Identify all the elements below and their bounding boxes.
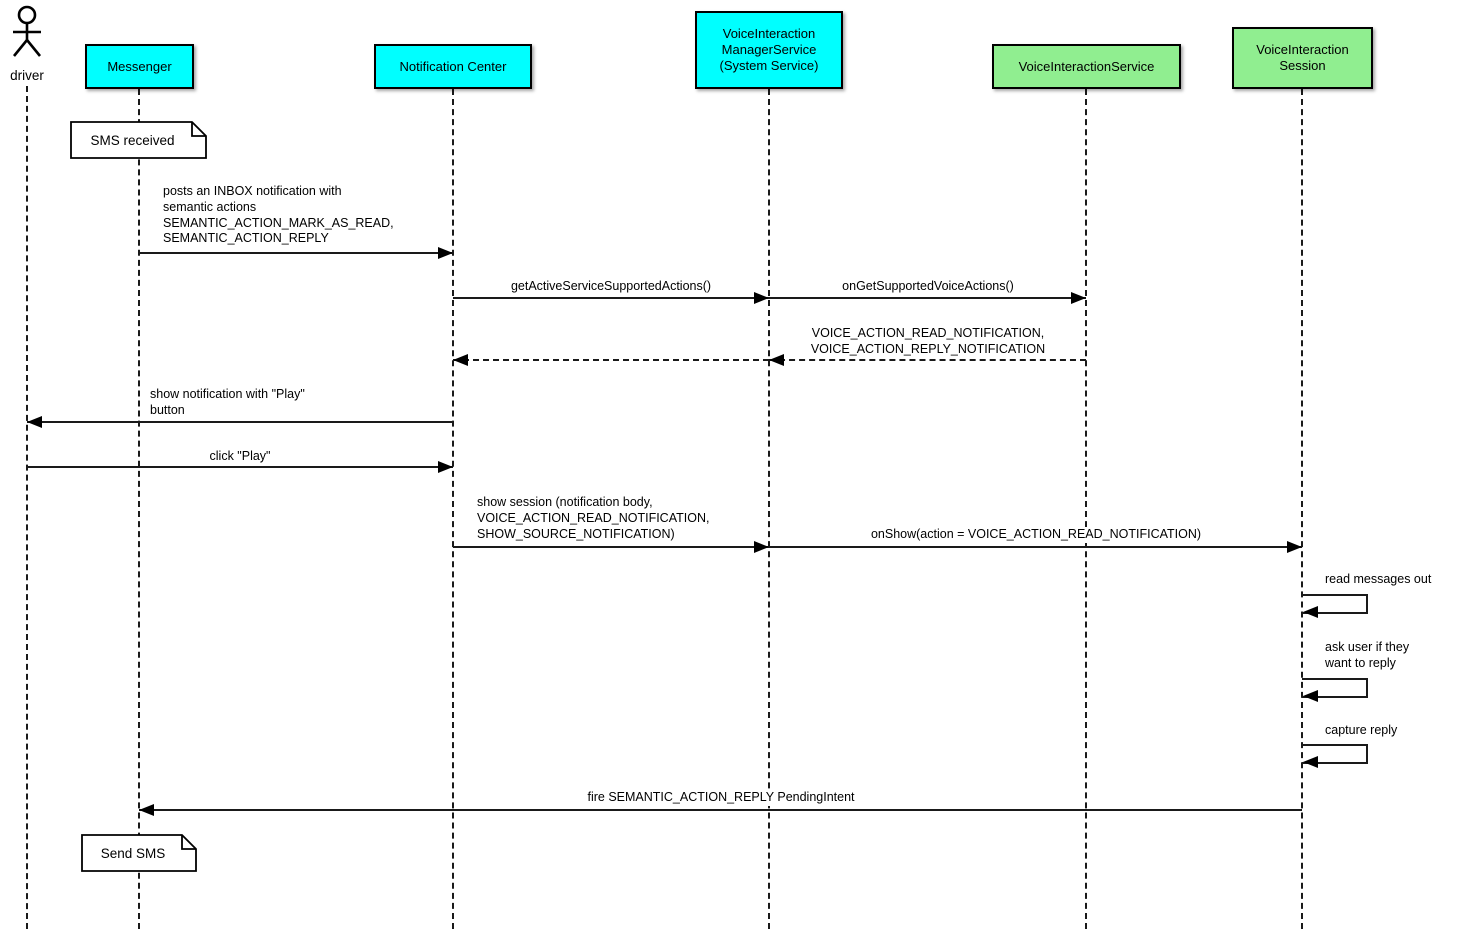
message-line-on-show (769, 546, 1302, 548)
arrowhead-right-icon (438, 247, 453, 259)
arrowhead-left-icon (1303, 606, 1318, 618)
message-label-show-session: show session (notification body, VOICE_A… (474, 495, 713, 543)
stick-figure-icon (12, 5, 42, 57)
message-label-capture-reply: capture reply (1322, 723, 1401, 739)
arrowhead-right-icon (754, 292, 769, 304)
arrowhead-left-icon (139, 804, 154, 816)
message-line-posts-inbox-notification (139, 252, 453, 254)
lifeline-voice-interaction-service (1085, 89, 1087, 929)
message-line-fire-semantic-action-reply (139, 809, 1302, 811)
arrowhead-right-icon (754, 541, 769, 553)
arrowhead-right-icon (1071, 292, 1086, 304)
message-label-voice-actions-return: VOICE_ACTION_READ_NOTIFICATION, VOICE_AC… (807, 326, 1049, 358)
lifeline-messenger (138, 89, 140, 929)
message-line-on-get-supported-voice-actions (769, 297, 1086, 299)
message-line-show-notification-play (27, 421, 453, 423)
message-label-click-play: click "Play" (206, 449, 274, 465)
arrowhead-left-icon (27, 416, 42, 428)
lifeline-driver (26, 86, 28, 929)
actor-figure-driver (5, 4, 49, 71)
message-label-on-get-supported-voice-actions: onGetSupportedVoiceActions() (839, 279, 1017, 295)
participant-messenger: Messenger (85, 44, 194, 89)
note-shape (70, 121, 207, 159)
arrowhead-left-icon (453, 354, 468, 366)
message-label-get-active-service-supported-actions: getActiveServiceSupportedActions() (507, 279, 715, 295)
note-send-sms: Send SMS (81, 834, 197, 872)
arrowhead-right-icon (438, 461, 453, 473)
note-shape (81, 834, 197, 872)
message-label-fire-semantic-action-reply: fire SEMANTIC_ACTION_REPLY PendingIntent (584, 790, 858, 806)
message-line-get-active-service-supported-actions (453, 297, 769, 299)
self-message-loop-ask-user-reply (1302, 678, 1368, 698)
participant-voice-interaction-session: VoiceInteraction Session (1232, 27, 1373, 89)
actor-label-driver: driver (10, 68, 44, 83)
note-send-sms-label: Send SMS (100, 845, 166, 861)
lifeline-voice-interaction-manager-service (768, 89, 770, 929)
message-label-read-messages-out: read messages out (1322, 572, 1435, 588)
participant-voice-interaction-manager-service: VoiceInteraction ManagerService (System … (695, 11, 843, 89)
self-message-loop-read-messages-out (1302, 594, 1368, 614)
arrowhead-left-icon (769, 354, 784, 366)
message-line-click-play (27, 466, 453, 468)
self-message-loop-capture-reply (1302, 744, 1368, 764)
message-line-voice-actions-return (769, 359, 1086, 361)
participant-voice-interaction-service: VoiceInteractionService (992, 44, 1181, 89)
arrowhead-left-icon (1303, 690, 1318, 702)
note-sms-received-label: SMS received (90, 132, 175, 148)
participant-notification-center: Notification Center (374, 44, 532, 89)
lifeline-notification-center (452, 89, 454, 929)
lifeline-voice-interaction-session (1301, 89, 1303, 929)
message-line-return-to-notification-center (453, 359, 769, 361)
message-label-ask-user-reply: ask user if they want to reply (1322, 640, 1413, 672)
message-line-show-session (453, 546, 769, 548)
message-label-on-show: onShow(action = VOICE_ACTION_READ_NOTIFI… (867, 527, 1205, 543)
message-label-posts-inbox-notification: posts an INBOX notification with semanti… (160, 184, 397, 248)
note-sms-received: SMS received (70, 121, 207, 159)
arrowhead-left-icon (1303, 756, 1318, 768)
message-label-show-notification-play: show notification with "Play" button (147, 387, 308, 419)
arrowhead-right-icon (1287, 541, 1302, 553)
